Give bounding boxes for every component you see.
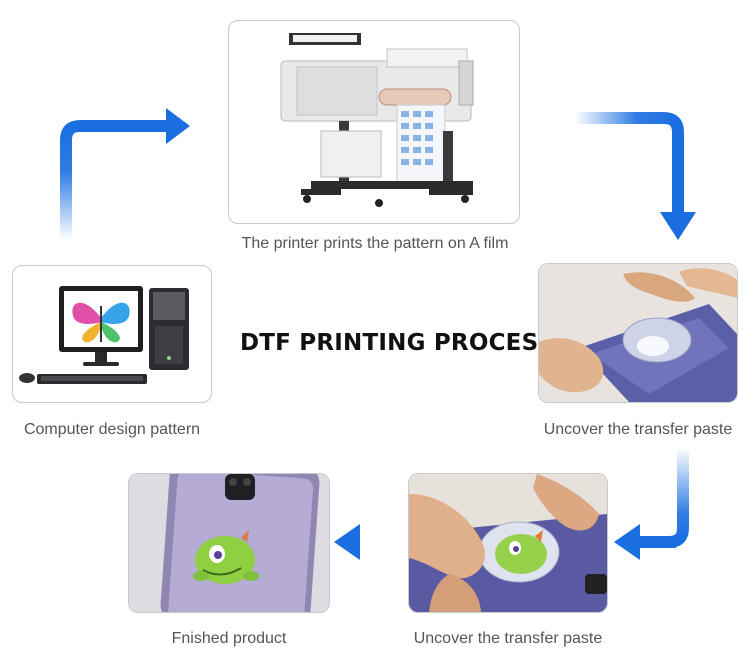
finished-card xyxy=(128,473,330,613)
printer-image xyxy=(280,33,474,207)
uncover-bottom-card xyxy=(408,473,608,613)
uncover-bottom-image xyxy=(409,474,607,612)
uncover-top-caption: Uncover the transfer paste xyxy=(543,421,733,438)
computer-caption: Computer design pattern xyxy=(23,421,201,438)
arrow-computer-to-printer xyxy=(60,108,190,240)
uncover-top-card xyxy=(538,263,738,403)
printer-card xyxy=(228,20,520,224)
printer-caption: The printer prints the pattern on A film xyxy=(241,235,509,252)
arrow-printer-to-uncover xyxy=(575,112,696,240)
finished-image xyxy=(129,474,329,612)
page-title: DTF PRINTING PROCESS xyxy=(240,330,555,356)
finished-caption: Fnished product xyxy=(171,630,287,647)
computer-image xyxy=(19,286,189,384)
arrow-uncover-to-uncover xyxy=(614,448,689,560)
uncover-bottom-caption: Uncover the transfer paste xyxy=(413,630,603,647)
uncover-top-image xyxy=(539,264,737,402)
arrow-uncover-to-finished xyxy=(334,524,396,560)
computer-card xyxy=(12,265,212,403)
